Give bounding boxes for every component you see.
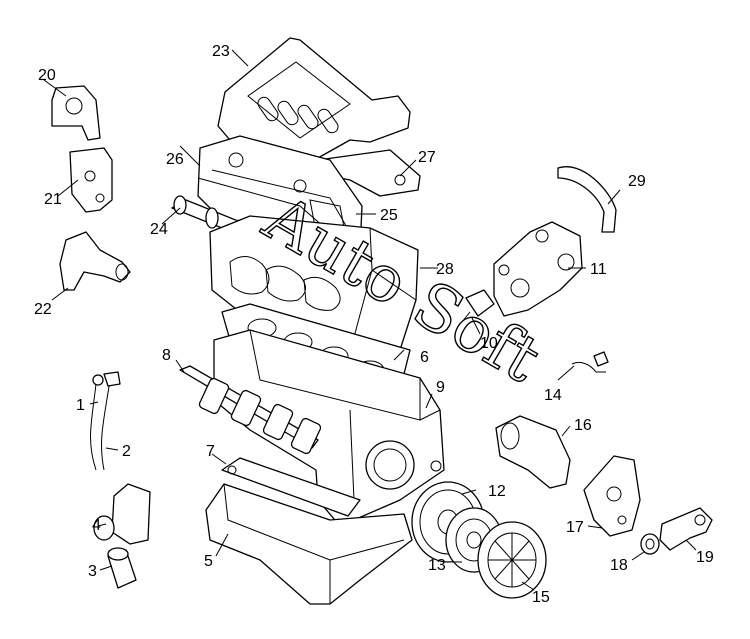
callout-9: 9 [436, 379, 445, 396]
oil-filter-housing-part-4 [93, 483, 151, 545]
engine-mount-part-20 [51, 85, 101, 141]
callouts: 1 2 3 4 5 6 7 8 9 10 11 12 13 14 15 16 1… [34, 43, 714, 606]
callout-27: 27 [418, 149, 436, 166]
callout-17: 17 [566, 519, 584, 536]
callout-3: 3 [88, 563, 97, 580]
dipstick-tube-part-2 [101, 371, 121, 471]
dipstick-part-1 [90, 374, 104, 471]
callout-4: 4 [92, 517, 101, 534]
callout-5: 5 [204, 553, 213, 570]
callout-1: 1 [76, 397, 85, 414]
callout-22: 22 [34, 301, 52, 318]
callout-6: 6 [420, 349, 429, 366]
callout-2: 2 [122, 443, 131, 460]
cylinder-block-part-6 [213, 329, 445, 527]
callout-19: 19 [696, 549, 714, 566]
callout-14: 14 [544, 387, 562, 404]
callout-11: 11 [590, 261, 607, 278]
callout-7: 7 [206, 443, 215, 460]
callout-20: 20 [38, 67, 56, 84]
callout-29: 29 [628, 173, 646, 190]
oil-filter-part-3 [107, 547, 137, 589]
callout-8: 8 [162, 347, 171, 364]
callout-15: 15 [532, 589, 550, 606]
callout-26: 26 [166, 151, 184, 168]
callout-10: 10 [480, 335, 498, 352]
oil-pan-part-5 [205, 483, 413, 605]
sump-gasket-part-7 [221, 457, 361, 517]
leader-lines [43, 49, 697, 591]
callout-24: 24 [150, 221, 168, 238]
crankshaft-part-8 [179, 365, 322, 455]
water-outlet-part-22 [59, 231, 131, 291]
callout-25: 25 [380, 207, 398, 224]
mount-bracket-part-21 [69, 147, 113, 213]
sensor-part-10 [461, 289, 495, 323]
sensor-wire-part-14 [571, 351, 609, 373]
callout-23: 23 [212, 43, 230, 60]
callout-28: 28 [436, 261, 454, 278]
thermostat-housing-part-11 [493, 221, 583, 317]
callout-21: 21 [44, 191, 62, 208]
callout-13: 13 [428, 557, 446, 574]
engine-mount-bracket-part-17 [583, 455, 641, 537]
starter-motor-part-16 [495, 415, 571, 489]
callout-16: 16 [574, 417, 592, 434]
bush-part-18 [640, 533, 660, 555]
callout-18: 18 [610, 557, 628, 574]
hose-part-29 [557, 166, 617, 233]
callout-12: 12 [488, 483, 506, 500]
link-part-19 [659, 507, 713, 551]
pressure-plate-part-15 [477, 521, 547, 599]
